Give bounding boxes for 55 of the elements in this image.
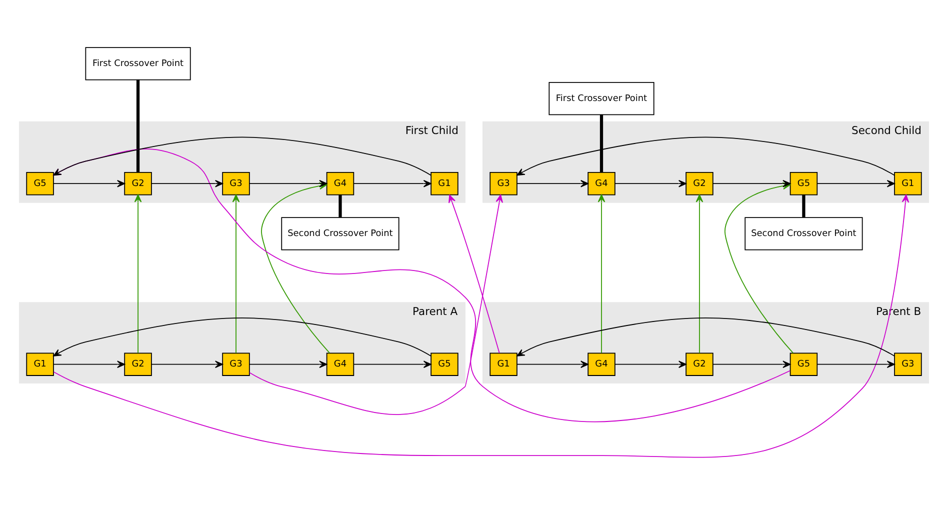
arrow <box>232 194 240 354</box>
node-box: G2 <box>124 352 152 376</box>
arrow <box>249 180 328 188</box>
arrow <box>598 194 606 354</box>
node-box: G2 <box>686 352 714 376</box>
connector <box>802 194 806 218</box>
arrow <box>249 360 328 368</box>
node-box: G1 <box>26 352 54 376</box>
node-box: G1 <box>430 172 458 196</box>
node-box: G4 <box>326 172 354 196</box>
connector <box>136 80 140 172</box>
node-box: G5 <box>26 172 54 196</box>
connector <box>338 194 342 218</box>
node-box: G3 <box>222 172 250 196</box>
arrow <box>712 180 791 188</box>
node-box: First Crossover Point <box>85 47 191 80</box>
arrow <box>53 318 432 356</box>
arrow <box>53 136 432 176</box>
arrow <box>53 180 125 188</box>
arrow <box>614 360 686 368</box>
node-box: G1 <box>490 352 518 376</box>
arrow <box>516 136 895 176</box>
node-box: G4 <box>326 352 354 376</box>
node-box: G5 <box>790 352 818 376</box>
node-box: G3 <box>222 352 250 376</box>
node-box: G5 <box>790 172 818 196</box>
node-box: G4 <box>588 172 616 196</box>
arrow <box>151 180 223 188</box>
node-box: G5 <box>430 352 458 376</box>
arrow <box>816 360 895 368</box>
node-box: G1 <box>894 172 922 196</box>
arrow <box>151 360 223 368</box>
arrow <box>448 194 500 354</box>
node-box: G4 <box>588 352 616 376</box>
arrow <box>516 318 895 356</box>
arrow <box>614 180 686 188</box>
arrow <box>516 360 588 368</box>
arrow <box>353 180 432 188</box>
arrow <box>516 180 588 188</box>
arrow <box>249 194 503 415</box>
arrow <box>816 180 895 188</box>
arrow <box>696 194 704 354</box>
arrow <box>712 360 791 368</box>
arrow <box>353 360 432 368</box>
arrow <box>53 194 910 458</box>
arrow <box>134 194 142 354</box>
node-box: Second Crossover Point <box>744 217 863 250</box>
node-box: G2 <box>124 172 152 196</box>
node-box: First Crossover Point <box>548 82 654 116</box>
arrow <box>53 360 125 368</box>
node-box: G3 <box>894 352 922 376</box>
connector <box>600 114 604 172</box>
node-box: G2 <box>686 172 714 196</box>
node-box: Second Crossover Point <box>281 217 400 250</box>
node-box: G3 <box>490 172 518 196</box>
